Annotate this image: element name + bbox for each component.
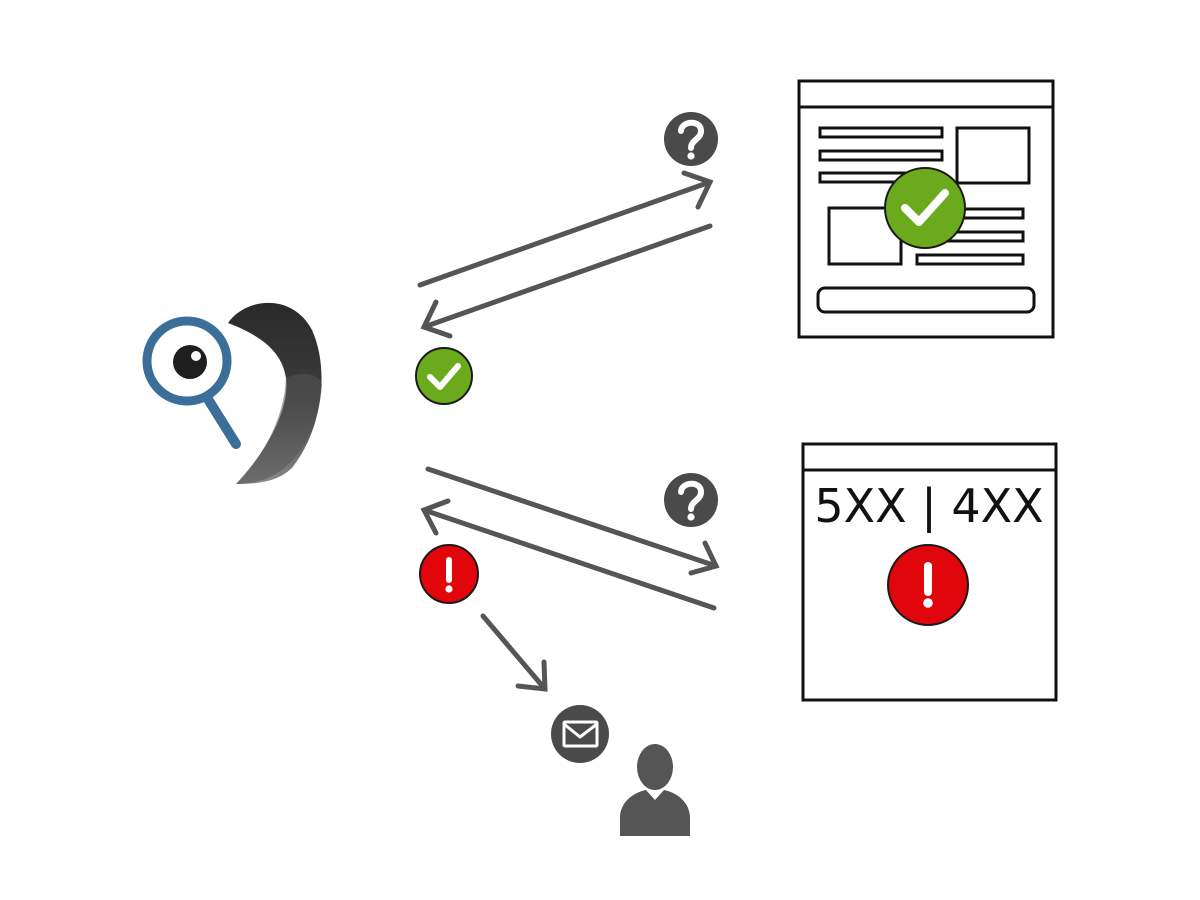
logo-hook-shape [228, 302, 322, 484]
request-arrow-bottom [425, 466, 720, 576]
envelope-icon [551, 705, 609, 763]
question-mark-icon [664, 473, 718, 527]
image-box [955, 126, 1031, 185]
page-ok-check-icon [884, 167, 966, 249]
monitor-logo [142, 302, 322, 484]
request-arrow-top [417, 170, 714, 288]
response-arrow-bottom [420, 498, 717, 611]
text-line [915, 253, 1025, 266]
notify-arrow [480, 613, 548, 692]
check-icon [415, 347, 473, 405]
response-arrow-top [420, 223, 713, 339]
page-error-exclamation-icon [887, 544, 969, 626]
error-web-page: 5XX | 4XX [801, 442, 1058, 702]
user-icon [620, 744, 690, 836]
question-mark-icon [664, 112, 718, 166]
magnifier-eye-logo-icon [142, 316, 241, 449]
text-line [818, 126, 944, 139]
exclamation-icon [419, 544, 479, 604]
footer-bar [816, 286, 1036, 314]
healthy-web-page [797, 79, 1055, 339]
text-line [818, 149, 944, 162]
http-status-codes: 5XX | 4XX [814, 479, 1043, 534]
